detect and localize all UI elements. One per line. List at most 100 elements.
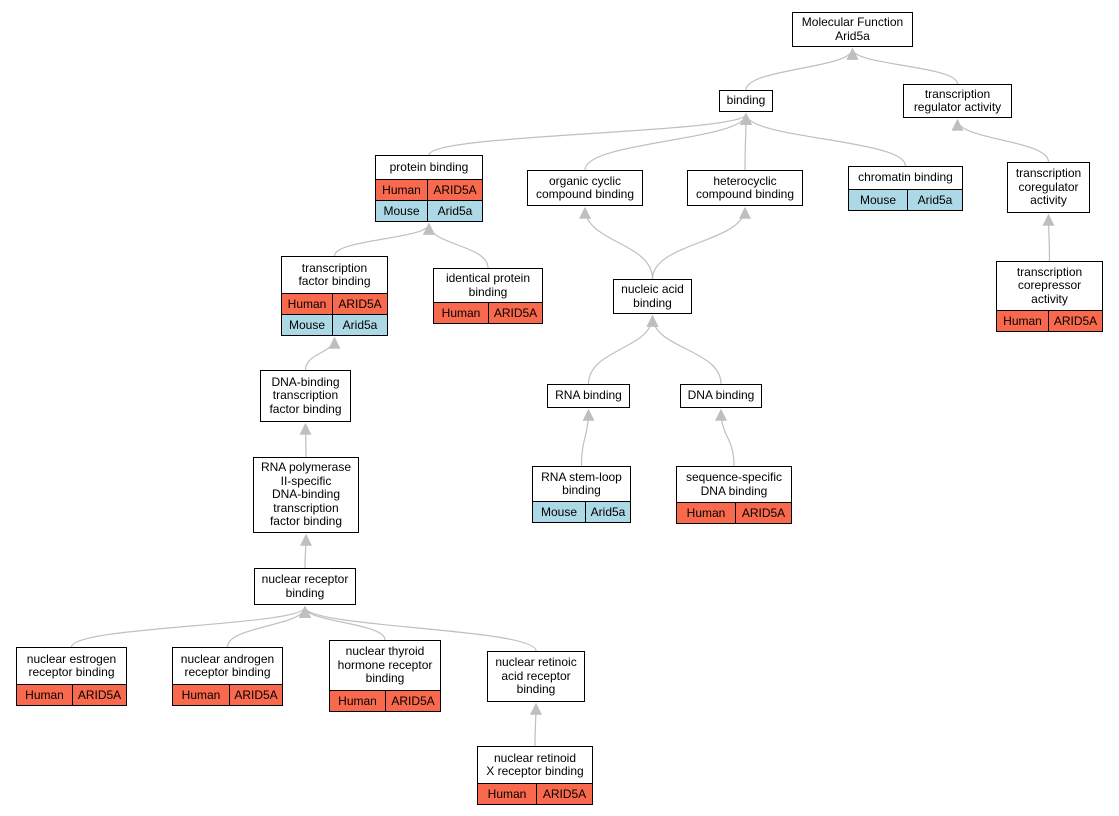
gene-annotation-row: Human ARID5A <box>17 684 126 705</box>
gene-annotation-row: Mouse Arid5a <box>849 189 962 210</box>
gene-cell: Arid5a <box>907 190 962 210</box>
go-term-label: sequence-specific DNA binding <box>685 470 783 498</box>
go-term-label: nuclear retinoid X receptor binding <box>486 750 584 778</box>
gene-annotation-row: Human ARID5A <box>434 302 542 323</box>
edge-dbtfb-to-tfb <box>304 336 341 371</box>
gene-annotation-row: Human ARID5A <box>677 502 791 523</box>
edge-ssdb-to-dnab <box>715 408 735 467</box>
edge-hcb-to-binding <box>739 112 752 171</box>
go-term-label: identical protein binding <box>445 271 531 299</box>
go-term-label: RNA polymerase II-specific DNA-binding t… <box>260 460 352 529</box>
species-cell: Mouse <box>383 204 420 218</box>
edge-nrb-to-rp2 <box>299 533 312 569</box>
edge-rp2-to-dbtfb <box>299 422 312 458</box>
gene-cell: ARID5A <box>536 784 592 804</box>
edge-narb-to-nrb <box>226 605 311 648</box>
species-cell: Mouse <box>859 193 897 207</box>
go-term-label: nuclear androgen receptor binding <box>180 651 275 679</box>
species-cell: Human <box>1003 314 1042 328</box>
go-term-label: binding <box>726 93 766 108</box>
edge-dnab-to-nab <box>646 314 722 385</box>
gene-annotation-row: Human ARID5A <box>330 690 440 711</box>
go-term-nab: nucleic acid binding <box>613 279 692 314</box>
go-term-occb: organic cyclic compound binding <box>527 170 643 206</box>
gene-cell: Arid5a <box>427 201 482 221</box>
edge-cb-to-binding <box>740 112 907 167</box>
species-cell: Human <box>25 688 64 702</box>
go-term-hcb: heterocyclic compound binding <box>687 170 803 206</box>
go-term-label: DNA binding <box>687 388 755 403</box>
species-cell: Human <box>338 694 377 708</box>
edge-nerb-to-nrb <box>70 605 311 648</box>
go-term-label: Molecular Function Arid5a <box>801 15 904 43</box>
gene-cell: ARID5A <box>72 685 126 705</box>
gene-cell: ARID5A <box>735 503 791 523</box>
go-term-label: protein binding <box>389 159 469 174</box>
gene-cell: ARID5A <box>1048 311 1102 331</box>
gene-annotation-row: Mouse Arid5a <box>376 200 482 221</box>
gene-annotation-row: Mouse Arid5a <box>533 501 630 522</box>
go-term-label: heterocyclic compound binding <box>695 173 795 201</box>
edge-rnab-to-nab <box>587 314 659 385</box>
go-term-mf: Molecular Function Arid5a <box>792 12 913 47</box>
gene-cell: ARID5A <box>427 180 482 200</box>
go-term-label: nuclear estrogen receptor binding <box>26 651 117 679</box>
edge-occb-to-binding <box>584 112 752 171</box>
go-term-label: nuclear receptor binding <box>261 572 349 600</box>
gene-annotation-row: Human ARID5A <box>173 684 282 705</box>
go-term-tca: transcription coregulator activity <box>1007 162 1090 213</box>
gene-cell: ARID5A <box>229 685 282 705</box>
gene-cell: ARID5A <box>488 303 542 323</box>
species-cell: Human <box>686 506 726 520</box>
gene-cell: Arid5a <box>585 502 630 522</box>
species-cell: Mouse <box>288 318 326 332</box>
edge-tfb-to-pb <box>333 222 435 257</box>
go-term-dnab: DNA binding <box>680 384 762 408</box>
go-term-label: chromatin binding <box>858 170 953 185</box>
go-term-label: organic cyclic compound binding <box>535 173 635 201</box>
go-term-nrarb: nuclear retinoic acid receptor binding <box>487 651 585 702</box>
go-term-label: transcription factor binding <box>298 260 371 288</box>
go-term-label: nucleic acid binding <box>621 282 684 310</box>
edge-rslb-to-rnab <box>580 408 595 467</box>
go-term-nrb: nuclear receptor binding <box>254 568 356 605</box>
go-term-binding: binding <box>719 90 773 112</box>
edge-nab-to-hcb <box>651 206 751 280</box>
go-term-nthrb: nuclear thyroid hormone receptor binding… <box>329 640 441 712</box>
species-cell: Human <box>181 688 221 702</box>
go-term-rnab: RNA binding <box>547 384 630 408</box>
edge-nrxrb-to-nrarb <box>529 702 542 747</box>
edge-tca-to-tra <box>951 118 1050 163</box>
go-term-label: nuclear retinoic acid receptor binding <box>495 655 577 697</box>
go-term-label: transcription corepressor activity <box>1016 264 1083 306</box>
gene-cell: ARID5A <box>385 691 440 711</box>
edge-nrarb-to-nrb <box>299 605 537 652</box>
edge-binding-to-mf <box>745 47 859 91</box>
go-term-label: nuclear thyroid hormone receptor binding <box>337 644 433 686</box>
species-cell: Mouse <box>540 505 578 519</box>
gene-cell: Arid5a <box>332 315 387 335</box>
go-term-label: DNA-binding transcription factor binding <box>269 374 342 416</box>
edge-ipb-to-pb <box>423 222 489 269</box>
go-term-label: transcription coregulator activity <box>1015 166 1082 208</box>
go-term-label: RNA stem-loop binding <box>541 469 622 497</box>
edge-tra-to-mf <box>846 47 959 85</box>
edge-tcora-to-tca <box>1042 213 1055 262</box>
go-term-dbtfb: DNA-binding transcription factor binding <box>260 370 351 422</box>
go-term-label: RNA binding <box>555 388 622 403</box>
go-term-label: transcription regulator activity <box>913 86 1002 114</box>
species-cell: Human <box>441 306 481 320</box>
